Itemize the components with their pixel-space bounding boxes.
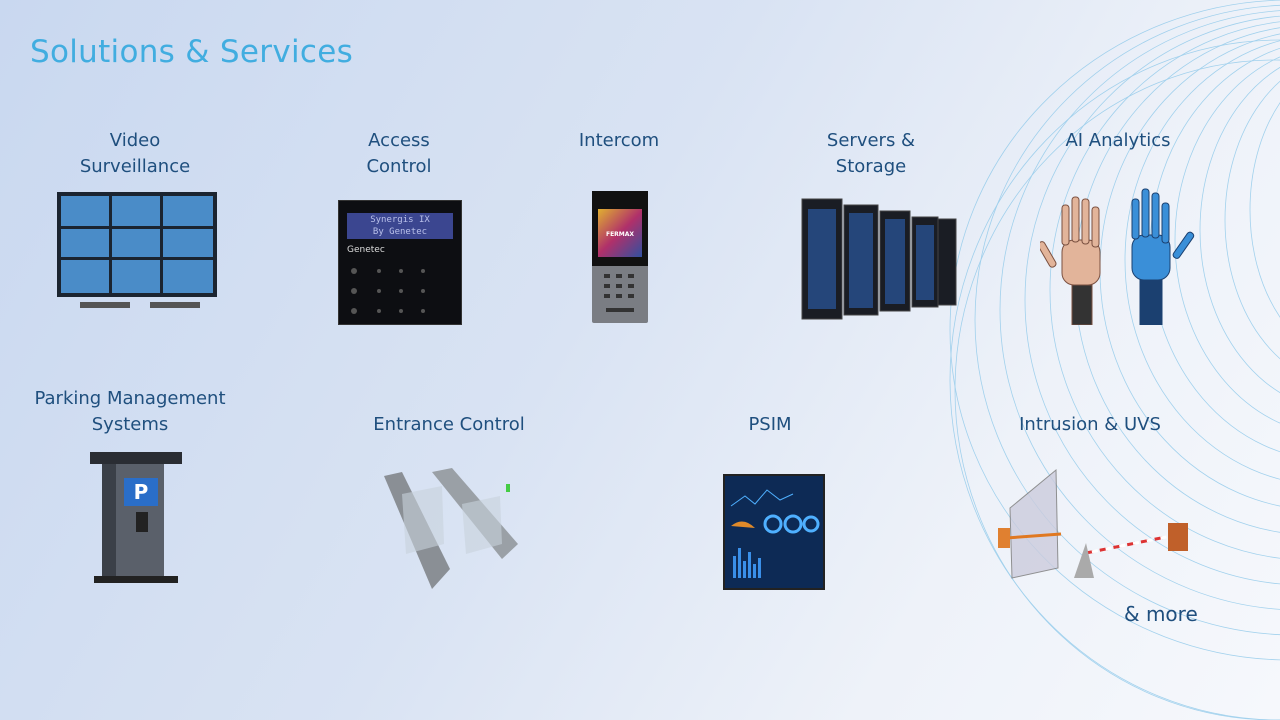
label-psim: PSIM <box>748 414 792 435</box>
robot-hands-image <box>1037 185 1200 329</box>
label-servers-storage: Servers &Storage <box>826 130 916 177</box>
label-intercom: Intercom <box>578 130 660 151</box>
label-entrance-control: Entrance Control <box>373 414 525 435</box>
page-title: Solutions & Services <box>30 34 354 70</box>
turnstile-image <box>382 464 522 598</box>
parking-kiosk-image: P <box>88 450 184 589</box>
label-intrusion-uvs: Intrusion & UVS <box>1019 414 1161 435</box>
label-ai-analytics: AI Analytics <box>1065 130 1171 151</box>
more-text: & more <box>1124 602 1198 626</box>
server-racks-image <box>800 197 960 326</box>
video-wall-image <box>55 190 220 324</box>
decorative-swirl <box>930 0 1280 720</box>
psim-dashboard-image <box>723 474 825 590</box>
fence-barrier-image <box>996 468 1196 592</box>
intercom-image: FERMAX <box>592 191 648 323</box>
